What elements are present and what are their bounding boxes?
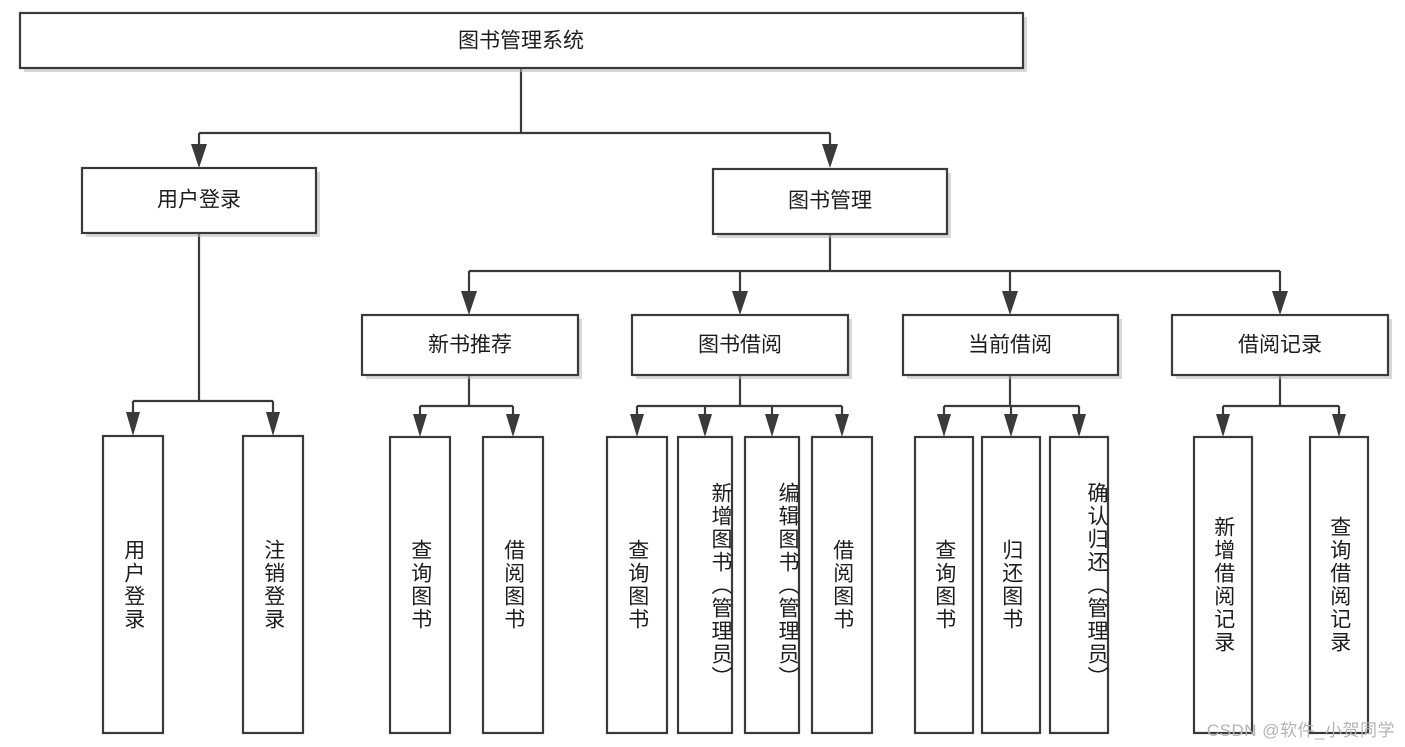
node-book-borrow-rect xyxy=(630,313,850,377)
arrow-br-l1 xyxy=(1216,414,1230,437)
node-current-borrow[interactable]: 当前借阅 xyxy=(901,313,1122,379)
node-book-management-rect xyxy=(711,167,949,236)
node-current-borrow-label: 当前借阅 xyxy=(968,334,1052,357)
leaf-rect-current-borrow-1[interactable] xyxy=(980,435,1042,735)
arrow-root-to-user-login xyxy=(191,144,207,168)
edge-group-book-borrow xyxy=(630,375,849,437)
leaf-rects-new-book xyxy=(388,435,545,735)
arrow-root-to-book-mgmt xyxy=(822,144,838,168)
leaf-rect-book-borrow-3[interactable] xyxy=(810,435,874,735)
arrow-br-l2 xyxy=(1332,414,1346,437)
arrow-user-login-l2 xyxy=(266,412,280,436)
node-user-login[interactable]: 用户登录 xyxy=(80,166,320,237)
node-user-login-label: 用户登录 xyxy=(157,189,241,212)
leaf-rects-user-login xyxy=(101,434,305,735)
leaf-rects-borrow-record xyxy=(1192,435,1370,735)
node-root[interactable]: 图书管理系统 xyxy=(18,11,1027,72)
edge-group-user-login xyxy=(126,233,280,436)
arrow-user-login-l1 xyxy=(126,412,140,436)
edge-group-current-borrow xyxy=(937,375,1086,437)
arrow-bb-l3 xyxy=(765,414,779,437)
edge-group-book-mgmt xyxy=(461,233,1288,315)
node-root-rect xyxy=(18,11,1025,70)
node-book-borrow-label: 图书借阅 xyxy=(698,334,782,357)
node-new-book-recommend-label: 新书推荐 xyxy=(428,334,512,357)
leaf-rect-borrow-record-1[interactable] xyxy=(1308,435,1370,735)
node-book-borrow[interactable]: 图书借阅 xyxy=(630,313,852,379)
node-borrow-record[interactable]: 借阅记录 xyxy=(1170,313,1392,379)
node-new-book-recommend-rect xyxy=(360,313,580,377)
leaf-rect-current-borrow-2[interactable] xyxy=(1048,435,1110,735)
node-book-management[interactable]: 图书管理 xyxy=(711,167,951,238)
arrow-bb-l1 xyxy=(630,414,644,437)
arrow-cb-l2 xyxy=(1004,414,1018,437)
leaf-rect-user-login-0[interactable] xyxy=(101,434,165,735)
arrow-bm-c3 xyxy=(1002,291,1018,315)
leaf-rect-book-borrow-0[interactable] xyxy=(605,435,669,735)
arrow-bb-l2 xyxy=(698,414,712,437)
leaf-rect-user-login-1[interactable] xyxy=(241,434,305,735)
node-borrow-record-label: 借阅记录 xyxy=(1238,334,1322,357)
arrow-cb-l3 xyxy=(1072,414,1086,437)
arrow-bm-c1 xyxy=(461,291,477,315)
node-book-management-label: 图书管理 xyxy=(788,190,872,213)
leaf-rect-borrow-record-0[interactable] xyxy=(1192,435,1254,735)
node-root-label: 图书管理系统 xyxy=(458,30,584,53)
arrow-nb-l2 xyxy=(506,414,520,437)
csdn-watermark: CSDN @软件_小贺同学 xyxy=(1206,721,1395,740)
node-user-login-rect xyxy=(80,166,318,235)
arrow-cb-l1 xyxy=(937,414,951,437)
node-borrow-record-rect xyxy=(1170,313,1390,377)
leaf-rect-current-borrow-0[interactable] xyxy=(913,435,975,735)
arrow-bm-c4 xyxy=(1272,291,1288,315)
arrow-bb-l4 xyxy=(835,414,849,437)
node-new-book-recommend[interactable]: 新书推荐 xyxy=(360,313,582,379)
leaf-rect-book-borrow-1[interactable] xyxy=(676,435,734,735)
leaf-rect-new-book-1[interactable] xyxy=(481,435,545,735)
edge-group-borrow-record xyxy=(1216,375,1346,437)
leaf-rects-book-borrow xyxy=(605,435,874,735)
edge-group-new-book xyxy=(413,375,520,437)
leaf-rect-new-book-0[interactable] xyxy=(388,435,452,735)
edge-group-root xyxy=(191,68,838,168)
arrow-bm-c2 xyxy=(732,291,748,315)
node-current-borrow-rect xyxy=(901,313,1120,377)
leaf-rect-book-borrow-2[interactable] xyxy=(743,435,801,735)
leaf-rects-current-borrow xyxy=(913,435,1110,735)
arrow-nb-l1 xyxy=(413,414,427,437)
